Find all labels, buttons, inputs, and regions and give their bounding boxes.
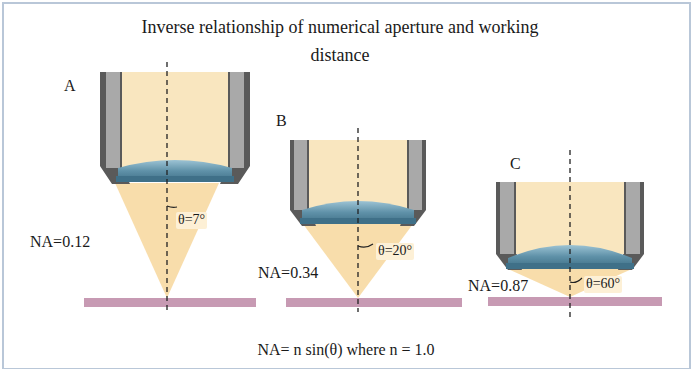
na-value: NA=0.12: [30, 232, 90, 251]
na-value: NA=0.34: [258, 263, 318, 282]
panel-letter: C: [510, 154, 521, 173]
frame: [3, 3, 690, 369]
caption: NA= n sin(θ) where n = 1.0: [257, 340, 434, 359]
angle-arc: [167, 206, 582, 283]
panel-letter: B: [276, 111, 287, 130]
title: Inverse relationship of numerical apertu…: [130, 14, 550, 70]
optical-axis: [167, 62, 570, 318]
angle-label: θ=7°: [176, 212, 207, 229]
na-value: NA=0.87: [468, 276, 528, 295]
objective-a: [98, 72, 250, 298]
specimen-slide: [84, 298, 256, 307]
panel-letter: A: [64, 76, 76, 95]
angle-label: θ=60°: [584, 276, 622, 293]
angle-label: θ=20°: [376, 243, 414, 260]
specimen-slide: [488, 297, 662, 306]
specimen-slide: [286, 298, 462, 307]
